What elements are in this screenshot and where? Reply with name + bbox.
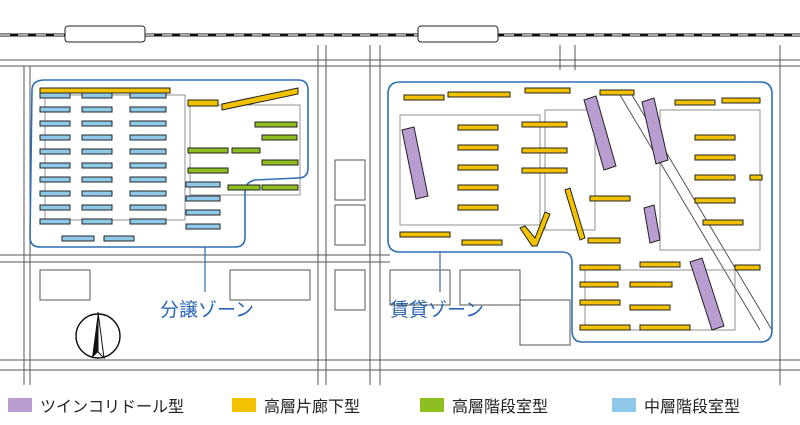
rental-zone-boundary xyxy=(387,81,773,343)
sale-zone-label: 分譲ゾーン xyxy=(160,299,254,321)
sale-zone-boundary xyxy=(29,79,309,248)
legend-label: 高層片廊下型 xyxy=(264,397,361,416)
north-arrow-icon xyxy=(75,311,121,360)
rental-zone-label: 賃貸ゾーン xyxy=(390,299,484,321)
high-corridor-buildings xyxy=(39,87,763,331)
high-corridor-swatch xyxy=(232,398,256,412)
high-stair-swatch xyxy=(420,398,444,412)
legend-item-high-stair: 高層階段室型 xyxy=(420,394,548,416)
legend-item-mid-stair: 中層階段室型 xyxy=(612,394,740,416)
legend: ツインコリドール型 高層片廊下型 高層階段室型 中層階段室型 xyxy=(0,388,800,422)
legend-label: 高層階段室型 xyxy=(452,397,549,416)
legend-label: ツインコリドール型 xyxy=(40,397,185,416)
legend-label: 中層階段室型 xyxy=(644,397,741,416)
mid-stair-swatch xyxy=(612,398,636,412)
twin-corridor-swatch xyxy=(8,398,32,412)
legend-item-twin-corridor: ツインコリドール型 xyxy=(8,394,184,416)
site-map: 分譲ゾーン 賃貸ゾーン xyxy=(0,25,800,385)
twin-corridor-buildings xyxy=(401,95,725,331)
street-grid xyxy=(0,45,800,385)
railway-line xyxy=(0,25,800,43)
high-stair-buildings xyxy=(187,121,299,191)
legend-item-high-corridor: 高層片廊下型 xyxy=(232,394,360,416)
mid-stair-buildings xyxy=(39,92,221,242)
